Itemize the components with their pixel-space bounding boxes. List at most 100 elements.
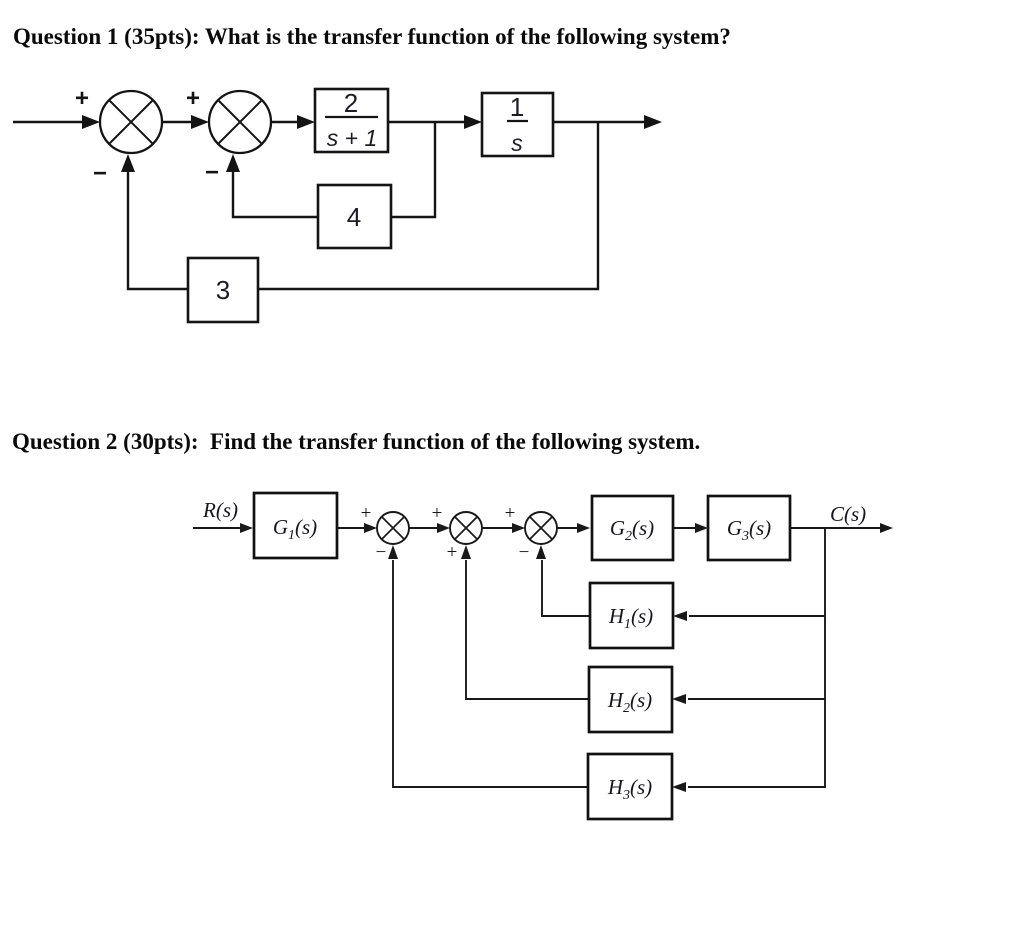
- q1-inner-feedback-return-wire: [231, 171, 318, 219]
- h1-label: H1(s): [608, 604, 653, 632]
- label-subscript: 1: [288, 528, 295, 543]
- question2-block-diagram: R(s) C(s) + − + + + − G1(s) G2(s): [193, 491, 893, 821]
- feedback-4-box: [316, 183, 393, 250]
- label-arg: (s): [749, 516, 771, 540]
- q1-sum-junction-2: + −: [186, 85, 273, 186]
- feedback-3-gain: 3: [216, 275, 230, 305]
- arrowhead-output: [644, 115, 662, 129]
- q1-sum-junction-1: + −: [75, 85, 164, 187]
- q2-wires: [193, 527, 881, 788]
- label-subscript: 2: [625, 529, 632, 544]
- sum-junction-x: [454, 516, 478, 540]
- q2-feedback-trunk-wire: [688, 528, 826, 788]
- arrowhead-up-into-sum3: [536, 545, 546, 559]
- sum-junction-x: [108, 99, 154, 145]
- arrowhead-output: [880, 523, 893, 533]
- h3-box: [586, 752, 674, 821]
- q2-h1-return-wire: [541, 560, 590, 617]
- arrowhead-into-integrator: [464, 115, 482, 129]
- sum-junction-x: [381, 516, 405, 540]
- q2-sum-junction-1: + −: [361, 503, 410, 563]
- arrowhead-up-into-sum2: [461, 545, 471, 559]
- label-arg: (s): [631, 604, 653, 628]
- arrowhead-into-g3: [695, 523, 708, 533]
- sum1-plus-sign: +: [361, 503, 372, 524]
- arrowhead-into-g2: [577, 523, 590, 533]
- label-subscript: 1: [624, 617, 631, 632]
- q1-feedback-block-4: 4: [316, 183, 393, 250]
- label-subscript: 2: [623, 701, 630, 716]
- label-base: H: [607, 688, 625, 712]
- g2-box: [590, 494, 675, 562]
- arrowhead-into-h1: [673, 611, 687, 621]
- arrowhead-into-sum2: [437, 523, 450, 533]
- arrowhead-into-sum2: [191, 115, 209, 129]
- label-arg: (s): [630, 775, 652, 799]
- label-base: G: [610, 516, 625, 540]
- q2-block-h2: H2(s): [587, 665, 674, 734]
- q2-h2-return-wire: [465, 560, 589, 700]
- integrator-block-box: [480, 91, 555, 158]
- label-base: C: [830, 502, 845, 526]
- q1-arrowheads: [82, 115, 662, 172]
- g1-label: G1(s): [273, 515, 317, 543]
- sum3-plus-sign: +: [505, 503, 516, 524]
- arrowhead-into-forward-block: [297, 115, 315, 129]
- q1-feedback-block-3: 3: [186, 256, 260, 324]
- q2-block-h3: H3(s): [586, 752, 674, 821]
- arrowhead-up-into-sum1: [121, 154, 135, 172]
- arrowhead-into-sum1: [82, 115, 100, 129]
- sum2-plus-sign-top: +: [432, 503, 443, 524]
- forward-block-numerator: 2: [344, 88, 358, 118]
- label-arg: (s): [630, 688, 652, 712]
- arrowhead-into-sum1: [364, 523, 377, 533]
- h2-box: [587, 665, 674, 734]
- label-base: G: [727, 516, 742, 540]
- label-arg: (s): [216, 498, 238, 522]
- q1-wires: [13, 120, 647, 291]
- sum2-plus-sign-bottom: +: [447, 542, 458, 563]
- g2-label: G2(s): [610, 516, 654, 544]
- label-base: H: [607, 775, 625, 799]
- q2-block-h1: H1(s): [588, 581, 675, 650]
- sum1-plus-sign: +: [75, 85, 89, 112]
- label-subscript: 3: [622, 788, 630, 803]
- label-arg: (s): [844, 502, 866, 526]
- forward-block-denominator: s + 1: [327, 125, 378, 151]
- arrowhead-into-h2: [672, 694, 686, 704]
- h2-label: H2(s): [607, 688, 652, 716]
- arrowhead-into-h3: [672, 782, 686, 792]
- question1-title: Question 1 (35pts): What is the transfer…: [13, 24, 731, 49]
- g1-box: [252, 491, 339, 560]
- q2-arrowheads: [240, 523, 893, 792]
- q1-forward-block: 2 s + 1: [313, 87, 390, 154]
- label-arg: (s): [295, 515, 317, 539]
- label-base: G: [273, 515, 288, 539]
- question1-block-diagram: + − + − 2 s + 1 1 s 4 3: [13, 85, 662, 324]
- label-base: H: [608, 604, 626, 628]
- arrowhead-up-into-sum2: [226, 154, 240, 172]
- label-base: R: [202, 498, 216, 522]
- sum3-minus-sign: −: [519, 542, 530, 563]
- q2-block-g2: G2(s): [590, 494, 675, 562]
- arrowhead-up-into-sum1: [388, 545, 398, 559]
- integrator-numerator: 1: [510, 92, 524, 122]
- label-arg: (s): [632, 516, 654, 540]
- feedback-4-gain: 4: [347, 202, 361, 232]
- q1-outer-feedback-return-wire: [126, 171, 188, 291]
- h3-label: H3(s): [607, 775, 652, 803]
- q2-input-signal-label: R(s): [202, 498, 238, 522]
- sum1-minus-sign: −: [93, 160, 107, 187]
- q1-integrator-block: 1 s: [480, 91, 555, 158]
- feedback-3-box: [186, 256, 260, 324]
- label-subscript: 3: [741, 529, 749, 544]
- q2-h3-return-wire: [392, 560, 588, 788]
- q2-block-g3: G3(s): [706, 494, 792, 562]
- q2-sum-junction-3: + −: [505, 503, 558, 563]
- sum-junction-x: [529, 516, 553, 540]
- q1-outer-feedback-tap-wire: [258, 122, 600, 291]
- q2-sum-junction-2: + +: [432, 503, 483, 563]
- g3-label: G3(s): [727, 516, 771, 544]
- g3-box: [706, 494, 792, 562]
